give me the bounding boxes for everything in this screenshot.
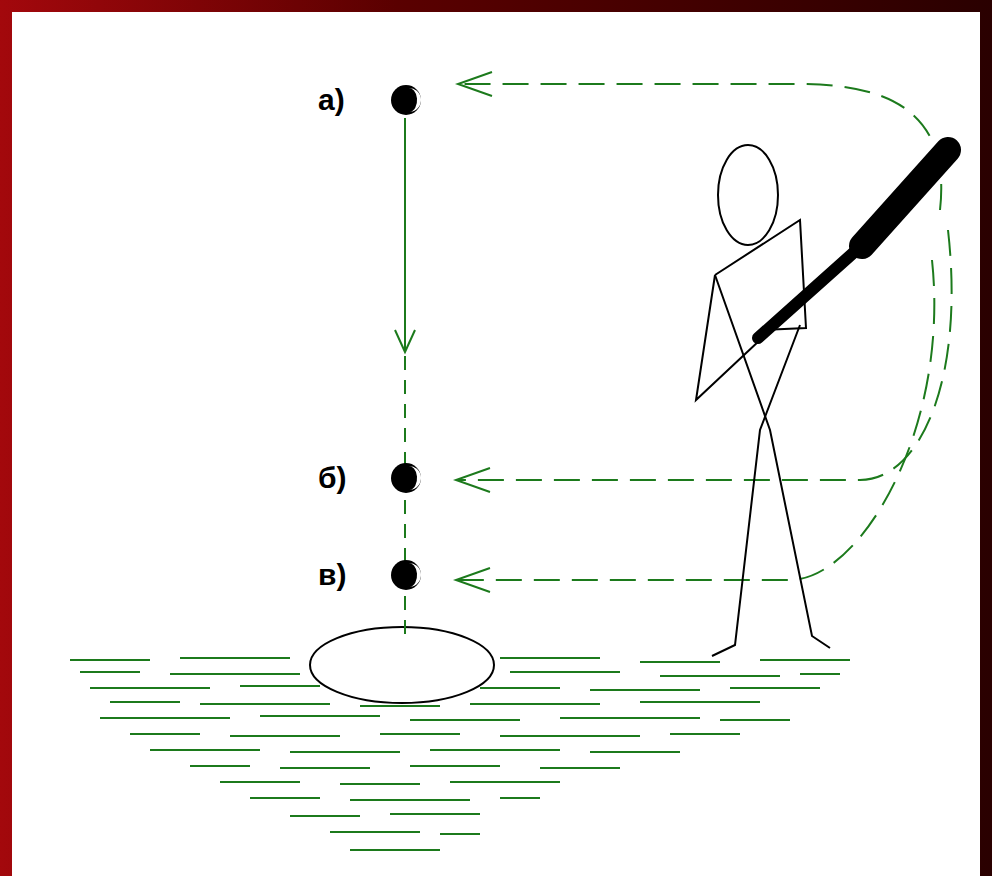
batter-figure (696, 145, 830, 656)
swing-paths (458, 84, 952, 580)
position-label: в) (318, 560, 346, 590)
position-label: б) (318, 463, 347, 493)
arrow-heads (456, 72, 492, 592)
target-circle (310, 627, 494, 703)
white-panel (12, 12, 980, 876)
ball (391, 85, 421, 590)
position-label: а) (318, 85, 345, 115)
bat (758, 150, 948, 338)
